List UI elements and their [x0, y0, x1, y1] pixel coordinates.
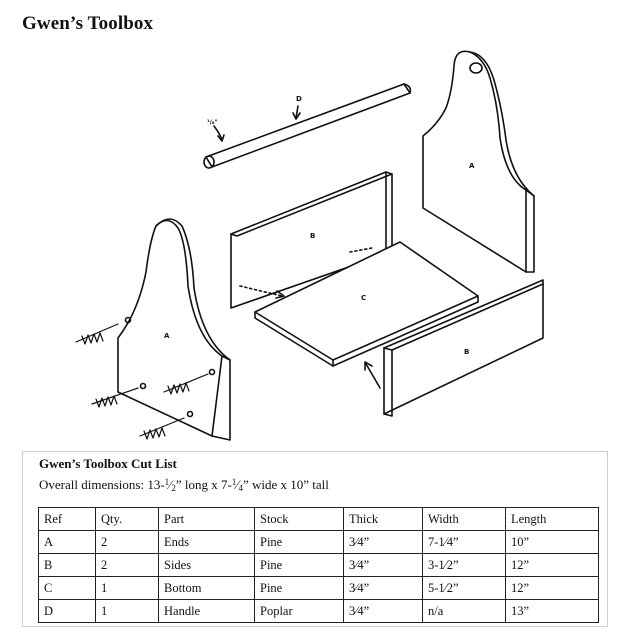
- column-header: Qty.: [95, 507, 159, 531]
- cell-qty: 2: [95, 553, 159, 577]
- table-row: A 2 Ends Pine 3⁄4” 7-1⁄4” 10”: [38, 530, 599, 554]
- cell-length: 10”: [505, 530, 599, 554]
- handle-dowel: [203, 83, 412, 169]
- cell-part: Bottom: [158, 576, 255, 600]
- cell-length: 13”: [505, 599, 599, 623]
- hole-arrow-icon: [213, 125, 223, 141]
- page-title: Gwen’s Toolbox: [22, 13, 154, 34]
- label-end-right: A: [469, 162, 475, 170]
- cut-list-title: Gwen’s Toolbox Cut List: [39, 456, 177, 471]
- cell-thick: 3⁄4”: [343, 553, 423, 577]
- cell-ref: A: [38, 530, 96, 554]
- cell-width: n/a: [422, 599, 506, 623]
- cell-width: 7-1⁄4”: [422, 530, 506, 554]
- cell-ref: C: [38, 576, 96, 600]
- side-arrow-icon: [365, 363, 381, 389]
- screw-icons: [75, 323, 209, 440]
- label-side-front: B: [464, 348, 469, 356]
- cell-stock: Pine: [254, 553, 344, 577]
- column-header: Thick: [343, 507, 423, 531]
- cell-stock: Pine: [254, 576, 344, 600]
- cell-stock: Pine: [254, 530, 344, 554]
- label-bottom: C: [361, 294, 366, 302]
- bottom-panel: [254, 241, 479, 367]
- table-header-row: Ref Qty. Part Stock Thick Width Length: [38, 507, 599, 531]
- label-side-back: B: [310, 232, 315, 240]
- cell-thick: 3⁄4”: [343, 576, 423, 600]
- table-row: C 1 Bottom Pine 3⁄4” 5-1⁄2” 12”: [38, 576, 599, 600]
- cell-ref: B: [38, 553, 96, 577]
- cell-ref: D: [38, 599, 96, 623]
- table-row: D 1 Handle Poplar 3⁄4” n/a 13”: [38, 599, 599, 623]
- cell-qty: 2: [95, 530, 159, 554]
- cell-part: Sides: [158, 553, 255, 577]
- column-header: Stock: [254, 507, 344, 531]
- cut-list-table: Ref Qty. Part Stock Thick Width Length A…: [38, 507, 599, 623]
- end-panel-right: [422, 50, 535, 273]
- label-handle: D: [296, 95, 302, 103]
- handle-arrow-icon: [295, 105, 299, 119]
- cell-width: 5-1⁄2”: [422, 576, 506, 600]
- cut-list-panel: Gwen’s Toolbox Cut List Overall dimensio…: [22, 451, 608, 627]
- label-handle-hole: ¹/₈": [207, 119, 218, 126]
- cell-thick: 3⁄4”: [343, 530, 423, 554]
- cell-width: 3-1⁄2”: [422, 553, 506, 577]
- exploded-toolbox-drawing: A A B B C D ¹/₈": [75, 50, 544, 441]
- cell-length: 12”: [505, 576, 599, 600]
- cell-part: Handle: [158, 599, 255, 623]
- cell-part: Ends: [158, 530, 255, 554]
- side-panel-front: [383, 279, 544, 417]
- column-header: Part: [158, 507, 255, 531]
- cell-qty: 1: [95, 576, 159, 600]
- column-header: Width: [422, 507, 506, 531]
- column-header: Ref: [38, 507, 96, 531]
- cell-stock: Poplar: [254, 599, 344, 623]
- cell-qty: 1: [95, 599, 159, 623]
- column-header: Length: [505, 507, 599, 531]
- overall-dimensions: Overall dimensions: 13-1⁄2” long x 7-1⁄4…: [39, 477, 329, 493]
- table-row: B 2 Sides Pine 3⁄4” 3-1⁄2” 12”: [38, 553, 599, 577]
- cell-length: 12”: [505, 553, 599, 577]
- cell-thick: 3⁄4”: [343, 599, 423, 623]
- end-panel-left: [117, 218, 231, 441]
- label-end-left: A: [164, 332, 170, 340]
